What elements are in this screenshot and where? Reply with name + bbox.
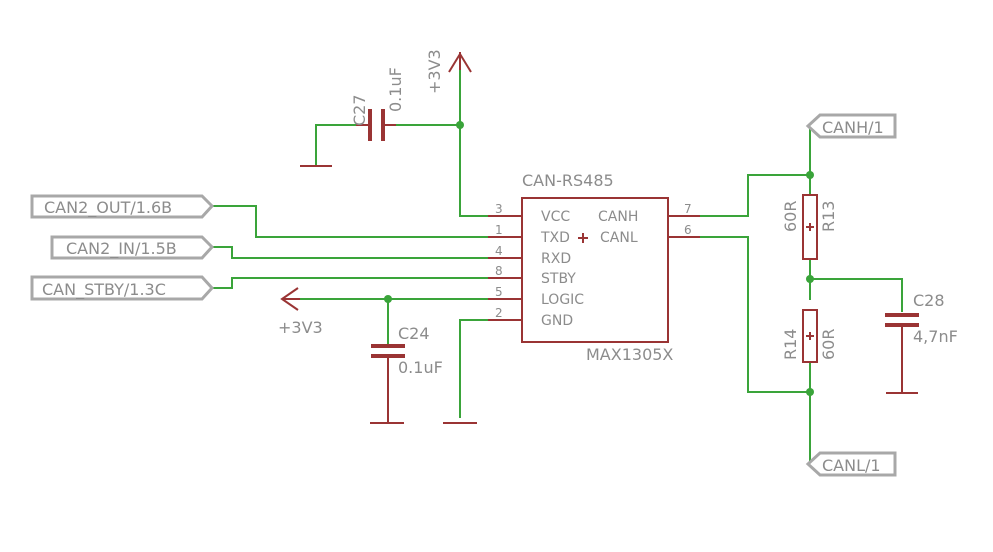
junction <box>806 388 814 396</box>
pin-number: 1 <box>495 223 503 237</box>
component-value: 0.1uF <box>398 358 443 377</box>
power-3v3-top: +3V3 <box>425 49 472 94</box>
pin-number: 7 <box>684 202 692 216</box>
pin-number: 6 <box>684 223 692 237</box>
ic-body <box>521 197 669 343</box>
capacitor-c27: C27 0.1uF <box>350 67 405 141</box>
component-name: C27 <box>350 94 369 126</box>
net-label-outline <box>50 235 215 260</box>
resistor-r13: 60R R13 <box>781 194 838 260</box>
capacitor-plate <box>368 109 372 141</box>
ic-name: CAN-RS485 <box>522 171 614 190</box>
net-label-canh: CANH/1 <box>805 113 897 139</box>
net-label-outline <box>805 451 897 477</box>
power-label: +3V3 <box>425 49 444 94</box>
net-label-text: CANH/1 <box>822 118 884 137</box>
pin-name: CANL <box>600 230 638 246</box>
wires <box>212 66 903 464</box>
power-3v3-left: +3V3 <box>278 287 323 337</box>
junction <box>456 121 464 129</box>
pin-name: CANH <box>598 209 638 225</box>
net-label-text: CAN2_OUT/1.6B <box>44 198 172 218</box>
capacitor-c28: C28 4,7nF <box>885 291 958 393</box>
wire-c28 <box>810 278 903 312</box>
pin-number: 3 <box>495 202 503 216</box>
junction <box>384 295 392 303</box>
component-name: R13 <box>819 201 838 232</box>
capacitor-plate <box>371 354 405 358</box>
wire-txd <box>212 205 488 238</box>
component-name: R14 <box>781 329 800 360</box>
capacitor-plate <box>885 323 919 327</box>
junction <box>806 275 814 283</box>
power-arrow-icon <box>280 287 299 311</box>
capacitor-plate <box>381 109 385 141</box>
power-label: +3V3 <box>278 318 323 337</box>
net-label-outline <box>805 113 897 139</box>
net-label-outline <box>30 275 215 301</box>
net-label-can2-out: CAN2_OUT/1.6B <box>30 194 215 219</box>
junction <box>806 171 814 179</box>
wire-gnd <box>459 319 488 418</box>
component-value: 4,7nF <box>913 327 958 346</box>
pin-number: 5 <box>495 285 503 299</box>
resistor-r14: R14 60R <box>781 309 838 363</box>
component-value: 60R <box>781 201 800 232</box>
net-label-text: CAN2_IN/1.5B <box>66 239 177 259</box>
pin-name: STBY <box>541 271 576 287</box>
ic-max1305x: CAN-RS485 MAX1305X 3 1 4 8 5 2 VCC TXD R… <box>488 171 700 364</box>
capacitor-plate <box>371 344 405 348</box>
pin-name: LOGIC <box>541 292 584 308</box>
wire-canh <box>700 174 810 217</box>
capacitor-plate <box>885 313 919 317</box>
net-label-can-stby: CAN_STBY/1.3C <box>30 275 215 301</box>
capacitor-c24: C24 0.1uF <box>371 324 443 423</box>
component-name: C28 <box>913 291 945 310</box>
resistor-body <box>802 194 818 260</box>
pin-number: 4 <box>495 244 503 258</box>
resistor-body <box>802 309 818 363</box>
pin-name: RXD <box>541 251 571 267</box>
pin-number: 8 <box>495 264 503 278</box>
net-label-text: CANL/1 <box>822 456 881 475</box>
component-value: 60R <box>819 329 838 360</box>
power-arrow-icon <box>448 52 472 73</box>
net-label-can2-in: CAN2_IN/1.5B <box>50 235 215 260</box>
net-label-outline <box>30 194 215 219</box>
wire-c27-left <box>315 124 368 166</box>
wire-vcc <box>459 66 488 217</box>
wire-rxd <box>212 246 488 259</box>
pin-number: 2 <box>495 306 503 320</box>
pin-name: VCC <box>541 209 570 225</box>
wire-stby <box>212 277 488 289</box>
net-label-text: CAN_STBY/1.3C <box>42 280 166 300</box>
component-value: 0.1uF <box>386 67 405 112</box>
ic-value: MAX1305X <box>586 345 673 364</box>
pin-name: GND <box>541 313 573 329</box>
component-name: C24 <box>398 324 430 343</box>
net-label-canl: CANL/1 <box>805 451 897 477</box>
wire-canl <box>700 236 810 393</box>
pin-name: TXD <box>540 230 570 246</box>
